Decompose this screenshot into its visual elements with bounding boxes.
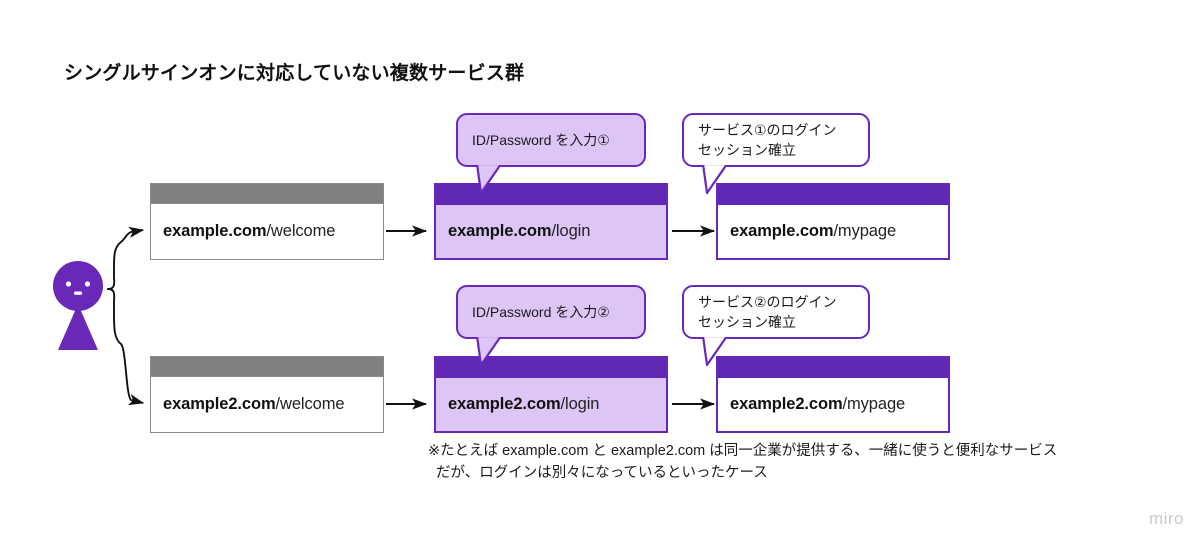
window-url: example2.com/login xyxy=(436,378,666,431)
url-path: /mypage xyxy=(842,395,906,413)
callout-tail xyxy=(475,332,503,367)
browser-window-login-2[interactable]: example2.com/login xyxy=(434,356,668,433)
callout-session-2: サービス②のログイン セッション確立 xyxy=(682,285,870,367)
callout-tail xyxy=(701,332,729,367)
person-eye-left xyxy=(65,281,72,287)
brace-arm-row2 xyxy=(120,343,145,406)
callout-line: サービス②のログイン xyxy=(698,293,837,310)
callout-input-1: ID/Password を入力① xyxy=(456,113,646,195)
url-path: /login xyxy=(560,395,600,413)
url-path: /login xyxy=(551,222,591,240)
person-head xyxy=(53,261,103,311)
callout-session-1: サービス①のログイン セッション確立 xyxy=(682,113,870,195)
footnote-line-2: だが、ログインは別々になっているといったケース xyxy=(436,465,768,482)
footnote: ※たとえば example.com と example2.com は同一企業が提… xyxy=(428,440,1128,485)
user-person-icon xyxy=(53,261,103,350)
url-host: example2.com xyxy=(163,395,276,413)
window-url: example.com/login xyxy=(436,205,666,258)
url-host: example.com xyxy=(448,222,552,240)
person-body xyxy=(58,304,98,350)
callout-input-2: ID/Password を入力② xyxy=(456,285,646,367)
window-titlebar xyxy=(436,358,666,378)
callout-line: セッション確立 xyxy=(698,142,796,158)
browser-window-welcome-1[interactable]: example.com/welcome xyxy=(150,183,384,260)
browser-window-mypage-1[interactable]: example.com/mypage xyxy=(716,183,950,260)
browser-window-login-1[interactable]: example.com/login xyxy=(434,183,668,260)
callout-line: ID/Password を入力② xyxy=(472,303,610,320)
window-titlebar xyxy=(718,358,948,378)
brace-arm-row1 xyxy=(120,226,145,243)
url-host: example.com xyxy=(163,222,267,240)
browser-window-mypage-2[interactable]: example2.com/mypage xyxy=(716,356,950,433)
url-host: example2.com xyxy=(730,395,843,413)
browser-window-welcome-2[interactable]: example2.com/welcome xyxy=(150,356,384,433)
miro-watermark: miro xyxy=(1148,509,1184,528)
callout-line: サービス①のログイン xyxy=(698,121,837,138)
callout-line: セッション確立 xyxy=(698,314,796,330)
url-host: example2.com xyxy=(448,395,561,413)
url-path: /welcome xyxy=(275,395,345,413)
footnote-line-1: ※たとえば example.com と example2.com は同一企業が提… xyxy=(428,443,1058,459)
window-url: example2.com/welcome xyxy=(151,377,383,432)
window-titlebar xyxy=(151,357,383,377)
person-mouth xyxy=(74,291,82,295)
callout-tail xyxy=(475,160,503,195)
url-path: /welcome xyxy=(266,222,336,240)
window-titlebar xyxy=(436,185,666,205)
url-path: /mypage xyxy=(833,222,897,240)
window-titlebar xyxy=(151,184,383,204)
url-host: example.com xyxy=(730,222,834,240)
callout-tail xyxy=(701,160,729,195)
callout-line: ID/Password を入力① xyxy=(472,131,610,148)
window-url: example2.com/mypage xyxy=(718,378,948,431)
person-eye-right xyxy=(84,281,91,287)
window-url: example.com/welcome xyxy=(151,204,383,259)
window-url: example.com/mypage xyxy=(718,205,948,258)
window-titlebar xyxy=(718,185,948,205)
page-title: シングルサインオンに対応していない複数サービス群 xyxy=(64,63,525,84)
